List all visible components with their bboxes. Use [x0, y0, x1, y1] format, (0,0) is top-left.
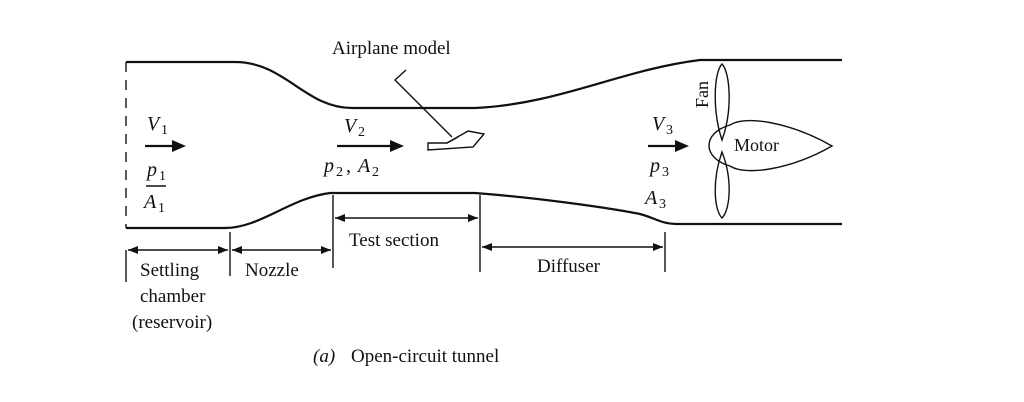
fan-label: Fan	[692, 81, 712, 108]
caption-tag: (a)	[313, 346, 335, 367]
airplane-model-label: Airplane model	[332, 38, 451, 59]
nozzle-label: Nozzle	[245, 260, 299, 281]
p3-subscript: 3	[662, 165, 669, 180]
flow-arrow-3	[648, 140, 689, 152]
dimension-ticks	[125, 195, 666, 282]
p1-subscript: 1	[159, 169, 166, 184]
p3-symbol: p	[648, 155, 660, 177]
settling-chamber-label-line3: (reservoir)	[132, 312, 212, 333]
p2-a2-separator: ,	[346, 155, 351, 177]
diffuser-label: Diffuser	[537, 256, 601, 277]
station-3-symbols: V 3 p 3 A 3	[643, 113, 673, 212]
v3-subscript: 3	[666, 123, 673, 138]
station-2-symbols: V 2 p 2 , A 2	[322, 115, 379, 180]
motor-label: Motor	[734, 135, 779, 155]
dimension-arrow-nozzle	[232, 246, 331, 254]
tunnel-upper-wall	[126, 58, 842, 110]
dimension-arrow-diffuser	[482, 243, 663, 251]
v1-symbol: V	[147, 113, 162, 135]
a2-symbol: A	[356, 155, 371, 177]
settling-chamber-label-line1: Settling	[140, 260, 200, 281]
settling-chamber-label-line2: chamber	[140, 286, 206, 307]
station-1-symbols: V 1 p 1 A 1	[142, 113, 168, 216]
v3-symbol: V	[652, 113, 667, 135]
test-section-label: Test section	[349, 230, 439, 251]
v1-subscript: 1	[161, 123, 168, 138]
tunnel-lower-wall	[126, 191, 842, 230]
p2-subscript: 2	[336, 165, 343, 180]
a3-symbol: A	[643, 187, 658, 209]
airplane-leader-line	[393, 69, 453, 138]
flow-arrow-2	[337, 140, 404, 152]
a1-symbol: A	[142, 191, 157, 213]
a1-subscript: 1	[158, 201, 165, 216]
a2-subscript: 2	[372, 165, 379, 180]
p2-symbol: p	[322, 155, 334, 177]
dimension-arrow-test-section	[335, 214, 478, 222]
flow-arrow-1	[145, 140, 186, 152]
fan-icon	[714, 63, 730, 219]
caption-text: Open-circuit tunnel	[351, 346, 499, 367]
v2-subscript: 2	[358, 125, 365, 140]
a3-subscript: 3	[659, 197, 666, 212]
v2-symbol: V	[344, 115, 359, 137]
p1-symbol: p	[145, 159, 157, 181]
airplane-model-icon	[427, 130, 486, 151]
motor-body	[708, 119, 834, 172]
dimension-arrow-settling	[128, 246, 228, 254]
